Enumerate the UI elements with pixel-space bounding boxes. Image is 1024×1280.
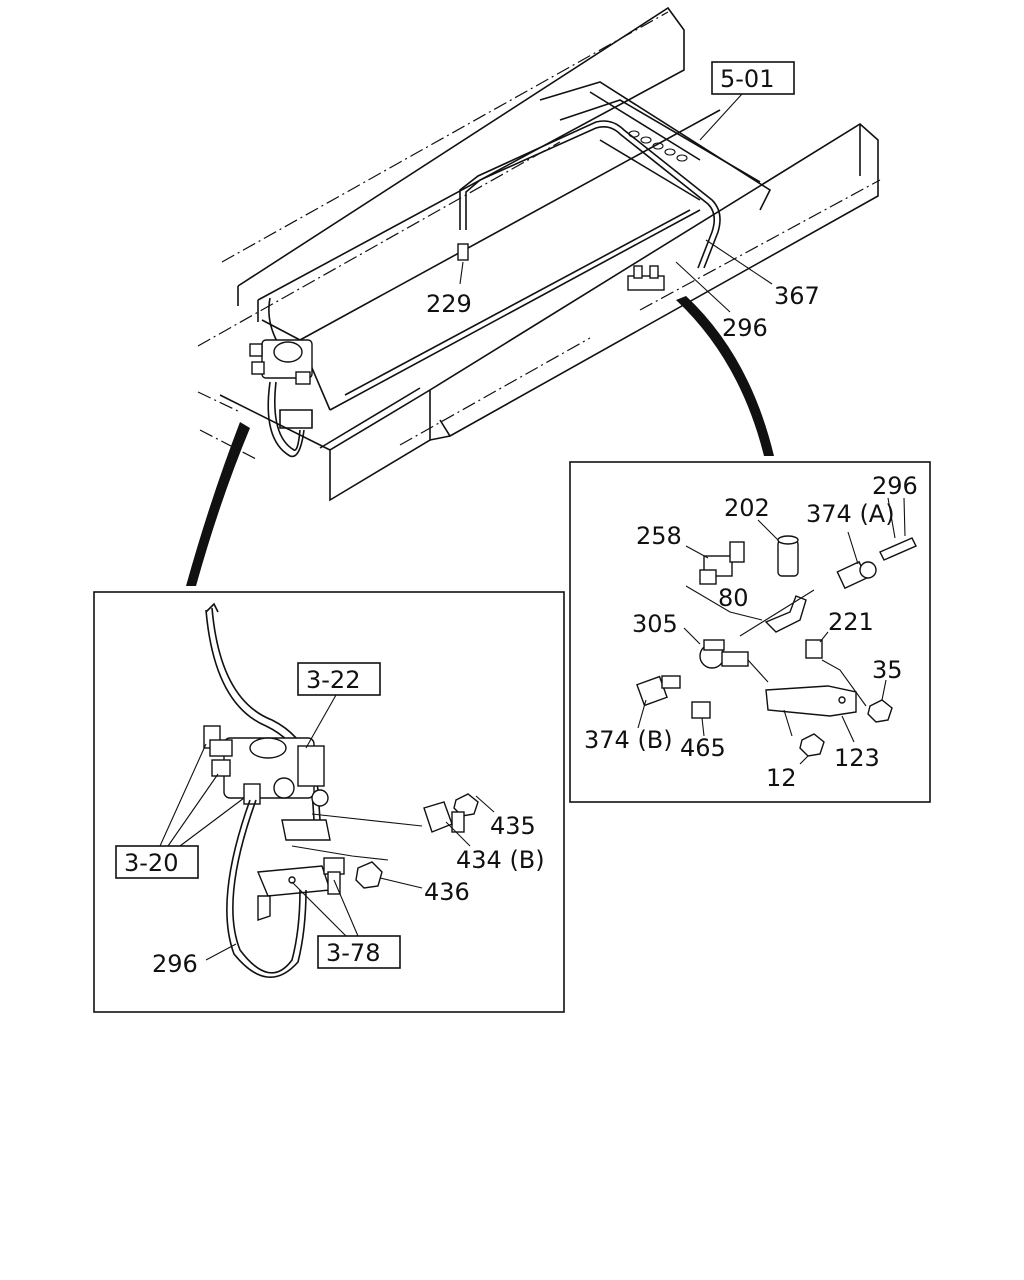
- part-367-label: 367: [774, 282, 820, 310]
- ref-box-5-01: [711, 61, 795, 95]
- part-229-label: 229: [426, 290, 472, 318]
- ref-box-3-78: [317, 935, 401, 969]
- left-detail-parts: [203, 602, 479, 978]
- part-434b-label: 434 (B): [456, 846, 545, 874]
- part-374a-label: 374 (A): [806, 500, 895, 528]
- ref-3-78-label: 3-78: [326, 939, 380, 967]
- ref-3-22-label: 3-22: [306, 666, 360, 694]
- truck-frame-drawing: [186, 6, 881, 586]
- part-465-label: 465: [680, 734, 726, 762]
- part-258-label: 258: [636, 522, 682, 550]
- part-436-label: 436: [424, 878, 470, 906]
- part-123-label: 123: [834, 744, 880, 772]
- part-221-label: 221: [828, 608, 874, 636]
- ref-5-01-label: 5-01: [720, 65, 774, 93]
- part-296-right-label: 296: [872, 472, 918, 500]
- part-296-left-label: 296: [152, 950, 198, 978]
- part-374b-label: 374 (B): [584, 726, 673, 754]
- part-12-label: 12: [766, 764, 797, 792]
- part-435-label: 435: [490, 812, 536, 840]
- ref-box-3-20: [115, 845, 199, 879]
- part-80-label: 80: [718, 584, 749, 612]
- part-296-top-label: 296: [722, 314, 768, 342]
- part-305-label: 305: [632, 610, 678, 638]
- ref-3-20-label: 3-20: [124, 849, 178, 877]
- part-35-label: 35: [872, 656, 903, 684]
- ref-box-3-22: [297, 662, 381, 696]
- right-detail-parts: [636, 497, 917, 765]
- part-202-label: 202: [724, 494, 770, 522]
- detail-box-right: [569, 461, 931, 803]
